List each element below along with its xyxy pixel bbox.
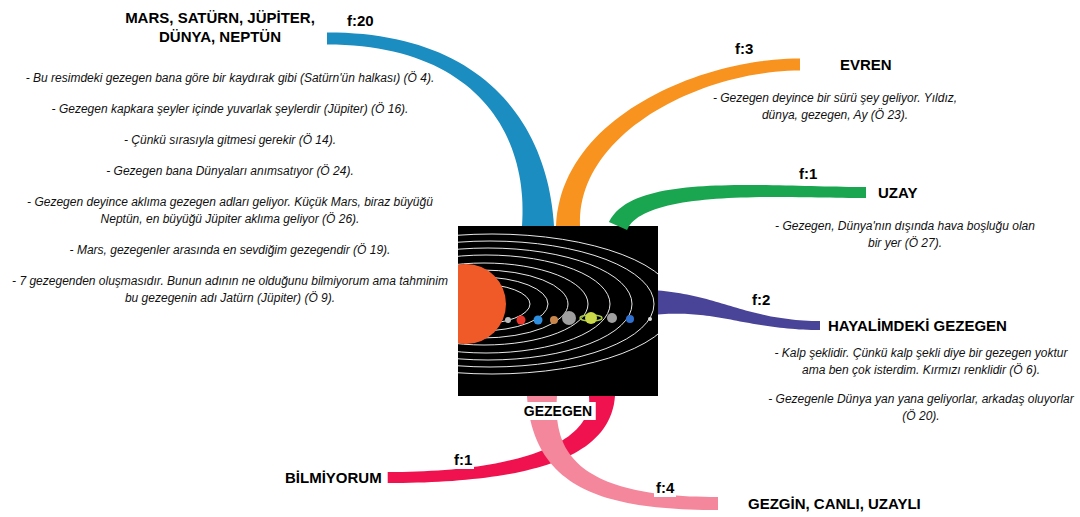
student-quote: - Kalp şeklidir. Çünkü kalp şekli diye b… xyxy=(766,345,1076,379)
branch-topic: GEZGİN, CANLI, UZAYLI xyxy=(748,494,921,513)
student-quote: - Bu resimdeki gezegen bana göre bir kay… xyxy=(5,70,455,87)
student-quote: - Gezegen deyince aklıma gezegen adları … xyxy=(5,194,455,228)
branch-heading: GEZGİN, CANLI, UZAYLI xyxy=(748,494,921,513)
solar-system-picture xyxy=(458,226,658,396)
student-quote: - Gezegen deyince bir sürü şey geliyor. … xyxy=(700,90,970,124)
frequency-label: f:20 xyxy=(345,12,376,30)
student-quote: - Gezegen, Dünya'nın dışında hava boşluğ… xyxy=(775,218,1035,252)
orbits xyxy=(458,234,658,374)
student-quote: - Gezegen kapkara şeyler içinde yuvarlak… xyxy=(5,101,455,118)
student-quote: - Mars, gezegenler arasında en sevdiğim … xyxy=(5,242,455,259)
frequency-label: f:4 xyxy=(654,479,676,497)
planets xyxy=(505,311,652,325)
branch-heading: MARS, SATÜRN, JÜPİTER, DÜNYA, NEPTÜN xyxy=(95,8,345,46)
center-topic: GEZEGEN xyxy=(458,226,658,396)
branch-topic: HAYALİMDEKİ GEZEGEN - Kalp şeklidir. Çünk… xyxy=(766,316,1076,425)
frequency-label: f:2 xyxy=(750,291,772,309)
student-quote: - Gezegen bana Dünyaları anımsatıyor (Ö … xyxy=(5,163,455,180)
branch-band xyxy=(658,291,820,331)
branch-heading: HAYALİMDEKİ GEZEGEN xyxy=(828,316,1007,335)
branch-heading: EVREN xyxy=(840,55,892,74)
center-label: GEZEGEN xyxy=(520,402,596,420)
frequency-label: f:3 xyxy=(733,40,755,58)
branch-topic: EVREN - Gezegen deyince bir sürü şey geli… xyxy=(700,55,970,124)
branch-topic: BİLMİYORUM xyxy=(285,468,382,487)
sun xyxy=(458,264,506,344)
student-quote: - Çünkü sırasıyla gitmesi gerekir (Ö 14)… xyxy=(5,132,455,149)
branch-heading: UZAY xyxy=(878,183,917,202)
branch-topic: MARS, SATÜRN, JÜPİTER, DÜNYA, NEPTÜN - Bu… xyxy=(5,8,455,307)
frequency-label: f:1 xyxy=(797,165,819,183)
branch-topic: UZAY - Gezegen, Dünya'nın dışında hava bo… xyxy=(775,183,1035,252)
branch-heading: BİLMİYORUM xyxy=(285,468,382,487)
frequency-label: f:1 xyxy=(452,451,474,469)
student-quote: - Gezegenle Dünya yan yana geliyorlar, a… xyxy=(766,391,1076,425)
student-quote: - 7 gezegenden oluşmasıdır. Bunun adının… xyxy=(5,273,455,307)
